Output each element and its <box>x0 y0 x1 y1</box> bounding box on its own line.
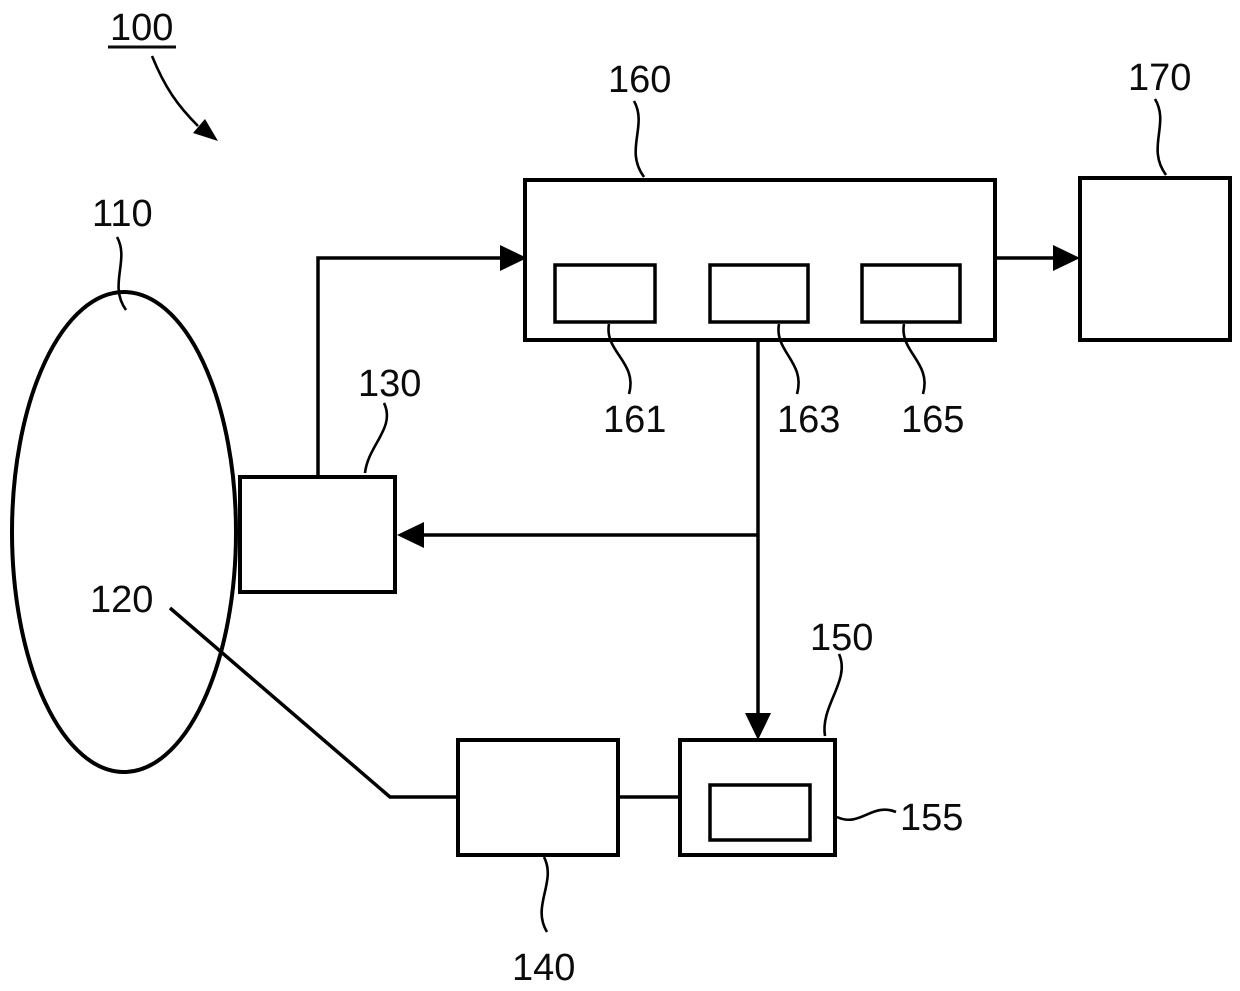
leader-150 <box>823 653 843 737</box>
box-130 <box>238 475 397 594</box>
leader-160 <box>632 100 646 178</box>
subbox-155 <box>708 783 812 842</box>
arrowhead-into-160 <box>500 245 527 271</box>
ellipse-110 <box>10 290 238 774</box>
box-140 <box>456 738 620 857</box>
label-161: 161 <box>603 399 666 441</box>
leader-140 <box>540 856 550 933</box>
arrowhead-into-170 <box>1053 245 1080 271</box>
arrow-100-curve <box>150 55 199 127</box>
label-130: 130 <box>358 363 421 405</box>
label-120: 120 <box>90 579 153 621</box>
leader-130 <box>363 402 389 474</box>
wire-120-to-140 <box>168 606 458 799</box>
label-140: 140 <box>512 947 575 989</box>
leader-163 <box>777 323 800 395</box>
label-170: 170 <box>1128 57 1191 99</box>
subbox-163 <box>708 263 810 324</box>
leader-165 <box>902 323 926 395</box>
label-150: 150 <box>810 617 873 659</box>
leader-161 <box>607 323 632 395</box>
label-110: 110 <box>92 193 153 235</box>
leader-155 <box>836 808 897 821</box>
label-100: 100 <box>110 7 173 49</box>
leader-110 <box>115 236 128 311</box>
arrowhead-into-150 <box>745 713 771 740</box>
arrowhead-100 <box>193 119 218 141</box>
label-155: 155 <box>900 797 963 839</box>
subbox-165 <box>860 263 962 324</box>
subbox-161 <box>553 263 657 324</box>
arrowhead-into-130 <box>397 522 424 548</box>
leader-170 <box>1153 98 1168 176</box>
label-165: 165 <box>901 399 964 441</box>
wire-130-to-160 <box>316 256 502 477</box>
box-170 <box>1078 176 1232 342</box>
label-160: 160 <box>608 59 671 101</box>
label-163: 163 <box>777 399 840 441</box>
